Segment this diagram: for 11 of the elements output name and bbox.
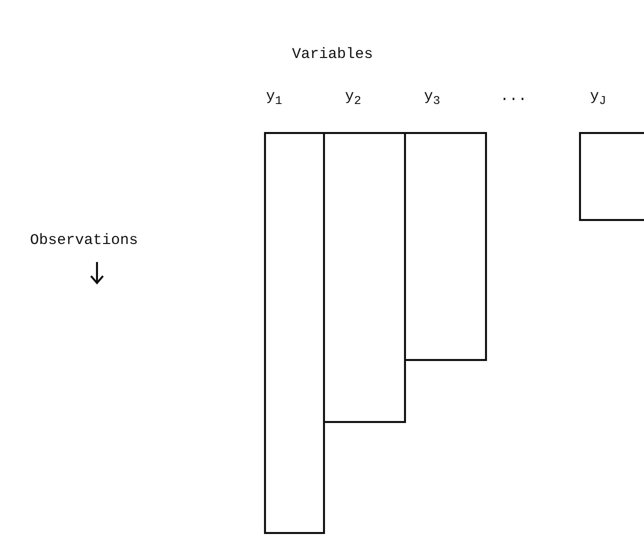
variable-label: y$_{2}$ [345, 88, 362, 108]
variable-label: y$_{3}$ [424, 88, 440, 108]
variable-label: y$_{1}$ [266, 88, 282, 108]
data-bar [323, 132, 406, 423]
axis-title: Variables [292, 46, 374, 63]
data-bar [264, 132, 325, 534]
axis-title: Observations [30, 232, 138, 249]
data-bar [404, 132, 487, 361]
variable-label: y$_{J}$ [590, 88, 606, 108]
ellipsis: ... [500, 88, 528, 105]
data-bar [579, 132, 644, 221]
